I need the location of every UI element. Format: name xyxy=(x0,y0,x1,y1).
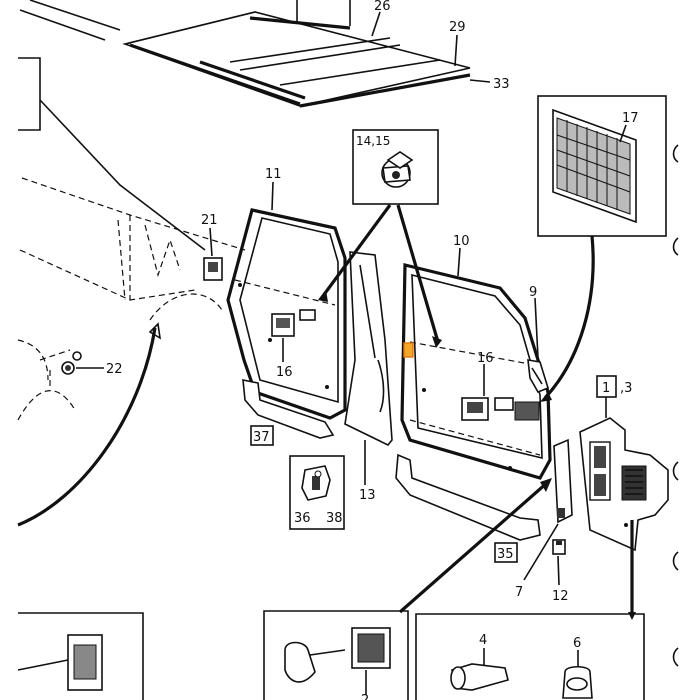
label-14-15: 14,15 xyxy=(356,134,390,148)
highlight-marker xyxy=(403,342,414,358)
part-21-clip xyxy=(203,257,223,281)
rear-quarter-panel-1-3 xyxy=(579,417,669,552)
leader-12 xyxy=(557,555,560,586)
label-6: 6 xyxy=(573,636,581,651)
label-box-35 xyxy=(494,542,518,563)
pillar-panel-13 xyxy=(344,251,393,446)
leader-17-to-panel xyxy=(543,235,595,400)
label-35: 35 xyxy=(497,547,514,562)
label-12: 12 xyxy=(552,589,569,604)
label-7: 7 xyxy=(515,585,523,600)
body-side-dashed-outline xyxy=(17,177,246,421)
label-26: 26 xyxy=(374,0,391,14)
label-21: 21 xyxy=(201,213,218,228)
leader-14-15-b xyxy=(396,204,440,343)
label-16b: 16 xyxy=(477,351,494,366)
inset-box-17 xyxy=(537,95,667,237)
label-2: 2 xyxy=(361,693,369,700)
label-38: 38 xyxy=(326,511,343,526)
front-door-panel-10 xyxy=(400,262,552,480)
leader-inset-21 xyxy=(39,99,206,251)
label-9: 9 xyxy=(529,285,537,300)
edge-fragment-3 xyxy=(672,461,679,481)
label-36: 36 xyxy=(294,511,311,526)
label-4: 4 xyxy=(479,633,487,648)
leader-7 xyxy=(523,523,559,581)
edge-fragment-5 xyxy=(672,647,679,667)
label-10: 10 xyxy=(453,234,470,249)
edge-fragment-1 xyxy=(672,144,679,163)
inset-box-4-6 xyxy=(415,613,645,700)
leader-29 xyxy=(454,34,458,67)
inset-box-2 xyxy=(263,610,409,700)
leader-21 xyxy=(209,227,213,257)
label-11: 11 xyxy=(265,167,282,182)
roof-headliner xyxy=(19,0,491,108)
leader-11 xyxy=(271,181,274,211)
label-37: 37 xyxy=(253,430,270,445)
label-3: ,3 xyxy=(620,381,632,396)
inset-box-left-top xyxy=(18,57,41,131)
leader-10 xyxy=(457,247,461,277)
rear-door-panel-11 xyxy=(226,208,347,420)
label-22: 22 xyxy=(106,362,123,377)
part-37-sill xyxy=(242,379,335,439)
leader-26 xyxy=(371,11,381,37)
label-29: 29 xyxy=(449,20,466,35)
leader-35-to-box xyxy=(398,480,550,614)
leader-arch xyxy=(17,327,157,527)
inset-box-14-15 xyxy=(352,129,439,205)
label-box-37 xyxy=(250,425,274,446)
inset-box-36-38 xyxy=(289,455,345,530)
part-12-clip xyxy=(552,539,566,555)
edge-fragment-2 xyxy=(672,237,679,256)
part-22-fastener xyxy=(61,351,82,375)
part-9-mirror-trim xyxy=(527,359,549,394)
inset-box-bottom-left xyxy=(17,612,144,700)
label-13: 13 xyxy=(359,488,376,503)
part-35-sill xyxy=(395,453,541,541)
label-17: 17 xyxy=(622,111,639,126)
label-33: 33 xyxy=(493,77,510,92)
leader-17 xyxy=(619,124,627,143)
leader-14-15-a xyxy=(318,204,392,301)
label-16a: 16 xyxy=(276,365,293,380)
leader-9 xyxy=(534,297,539,359)
edge-fragment-4 xyxy=(672,551,679,571)
part-7-trim xyxy=(553,438,573,524)
label-1: 1 xyxy=(602,381,610,396)
